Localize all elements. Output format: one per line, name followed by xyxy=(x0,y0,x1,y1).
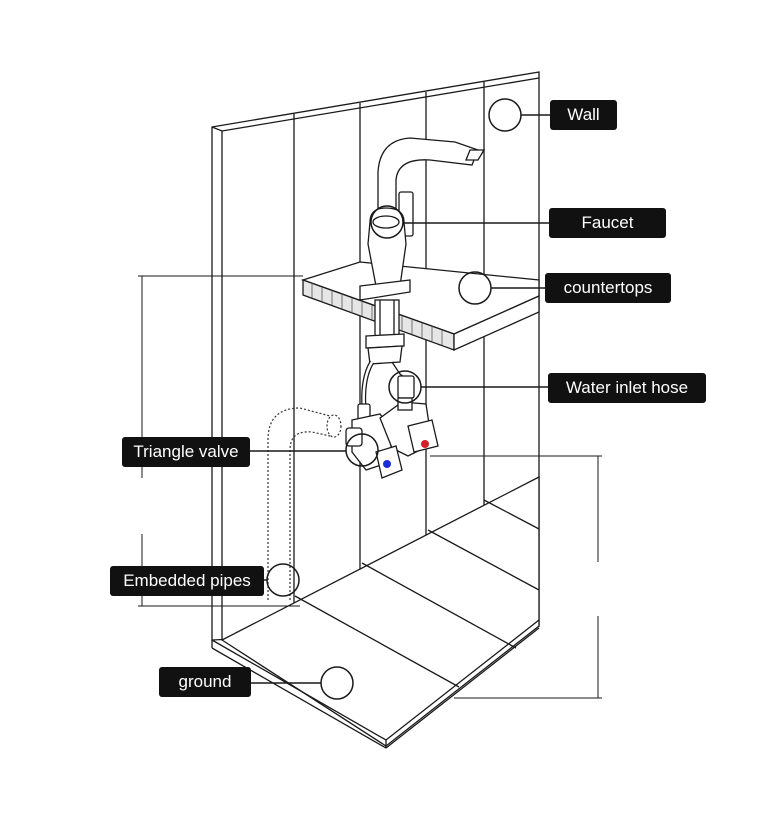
callouts xyxy=(250,98,550,700)
label-wall: Wall xyxy=(550,100,617,130)
callout-faucet xyxy=(370,205,404,239)
hot-indicator xyxy=(421,440,429,448)
label-faucet: Faucet xyxy=(549,208,666,238)
label-ground: ground xyxy=(159,667,251,697)
triangle-valves xyxy=(345,397,439,479)
label-water-inlet-hose: Water inlet hose xyxy=(548,373,706,403)
label-countertops: countertops xyxy=(545,273,671,303)
label-triangle-valve: Triangle valve xyxy=(122,437,250,467)
embedded-pipe xyxy=(267,407,342,600)
label-embedded-pipes: Embedded pipes xyxy=(110,566,264,596)
floor xyxy=(211,475,540,749)
cold-indicator xyxy=(383,460,391,468)
callout-triangle-valve xyxy=(345,433,379,467)
